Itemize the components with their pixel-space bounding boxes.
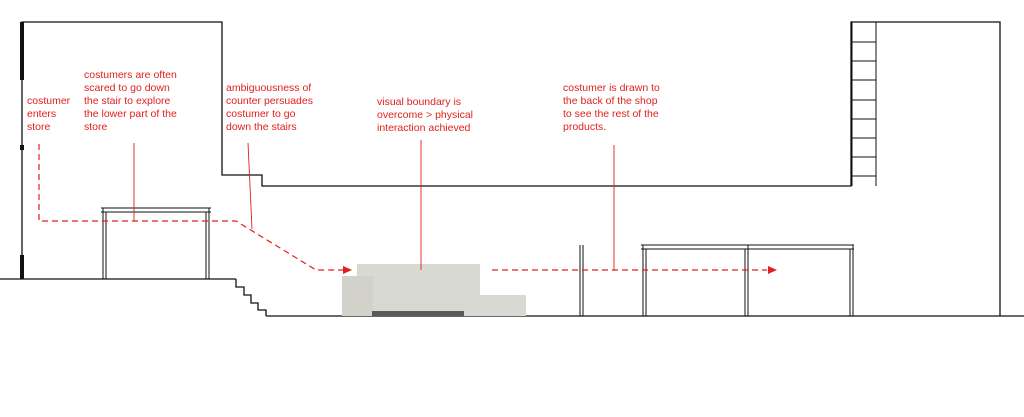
- annotation-line: the lower part of the: [84, 108, 177, 120]
- annotation-line: the back of the shop: [563, 95, 658, 107]
- annotation-line: down the stairs: [226, 121, 297, 133]
- annotation-line: counter persuades: [226, 95, 313, 107]
- annotation-line: costumer to go: [226, 108, 296, 120]
- annotation-line: scared to go down: [84, 82, 170, 94]
- path-arrow-to-back: [768, 266, 777, 274]
- ceiling-slab: [236, 21, 1001, 316]
- annotation-line: ambiguousness of: [226, 82, 312, 94]
- annotation-line: store: [84, 121, 108, 133]
- circulation-path: [38, 144, 767, 271]
- annotation-line: to see the rest of the: [563, 108, 659, 120]
- counter: [342, 264, 526, 316]
- path-arrow-to-counter: [343, 266, 352, 274]
- annotation-line: store: [27, 121, 51, 133]
- building-outline: [0, 21, 1024, 317]
- ladder: [851, 22, 877, 186]
- upper-display-rack: [101, 207, 211, 279]
- annotation-visual-boundary: visual boundary is overcome > physical i…: [377, 96, 473, 135]
- annotation-ambiguous-counter: ambiguousness of counter persuades costu…: [226, 82, 313, 134]
- left-wall: [21, 21, 236, 279]
- annotation-line: the stair to explore: [84, 95, 171, 107]
- lower-display-rack: [579, 244, 854, 316]
- annotation-line: visual boundary is: [377, 96, 462, 108]
- annotation-scared-of-stairs: costumers are often scared to go down th…: [84, 69, 177, 134]
- stair: [235, 279, 267, 316]
- annotation-line: overcome > physical: [377, 109, 474, 121]
- annotation-drawn-to-back: costumer is drawn to the back of the sho…: [563, 82, 660, 134]
- annotation-line: interaction achieved: [377, 122, 471, 134]
- annotation-line: products.: [563, 121, 607, 133]
- annotation-line: costumer: [27, 95, 71, 107]
- annotation-line: costumer is drawn to: [563, 82, 660, 94]
- annotation-line: enters: [27, 108, 57, 120]
- leader-lines: [133, 140, 615, 270]
- entrance-door: [20, 22, 24, 279]
- annotation-line: costumers are often: [84, 69, 177, 81]
- annotation-costumer-enters: costumer enters store: [27, 95, 70, 134]
